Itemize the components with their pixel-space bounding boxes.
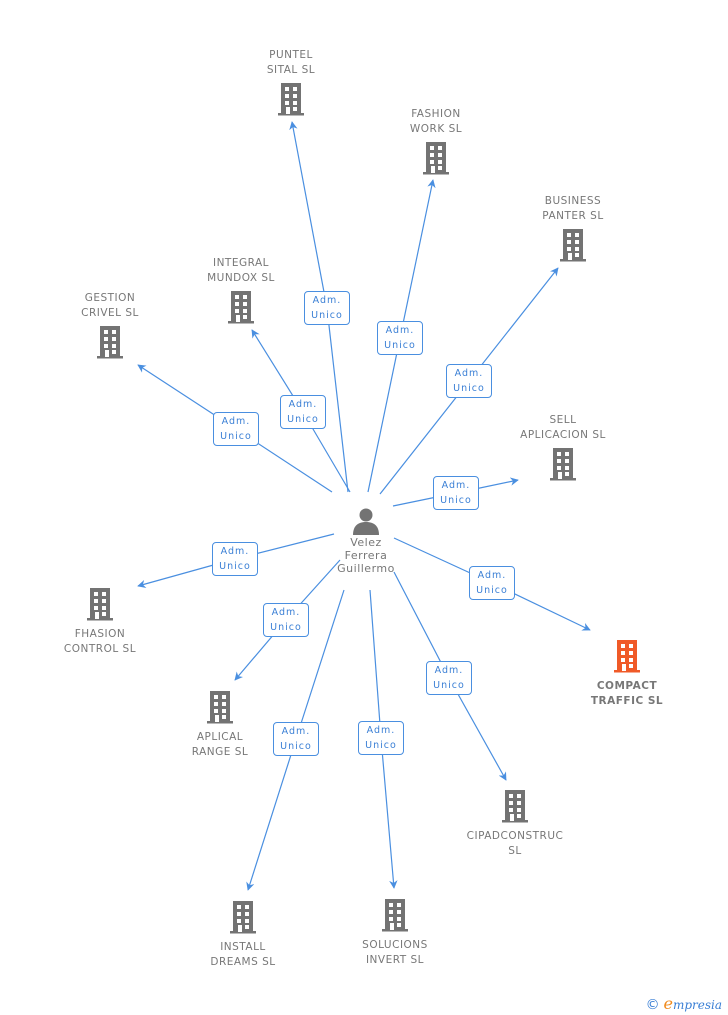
relation-label-gestion-crivel[interactable]: Adm. Unico <box>213 412 259 446</box>
relation-role-line-1: Adm. <box>312 295 342 306</box>
relation-role-line-2: Unico <box>287 414 319 425</box>
building-icon <box>335 898 455 936</box>
building-icon <box>376 141 496 179</box>
building-icon <box>160 690 280 728</box>
relation-role-line-1: Adm. <box>366 725 396 736</box>
relation-role-line-2: Unico <box>433 680 465 691</box>
company-name: COMPACT TRAFFIC SL <box>590 680 664 707</box>
relation-label-fashion-work[interactable]: Adm. Unico <box>377 321 423 355</box>
company-name: INTEGRAL MUNDOX SL <box>207 257 275 284</box>
company-node-gestion-crivel[interactable]: GESTION CRIVEL SL <box>50 291 170 363</box>
building-icon <box>50 325 170 363</box>
relation-role-line-2: Unico <box>453 383 485 394</box>
relation-role-line-2: Unico <box>440 495 472 506</box>
relation-role-line-2: Unico <box>476 585 508 596</box>
brand-logo-initial: e <box>663 994 673 1013</box>
relation-role-line-1: Adm. <box>220 546 250 557</box>
company-node-business-panter[interactable]: BUSINESS PANTER SL <box>513 194 633 266</box>
relation-label-install-dreams[interactable]: Adm. Unico <box>273 722 319 756</box>
company-node-fhasion-control[interactable]: FHASION CONTROL SL <box>40 587 160 657</box>
person-name-line-3: Guillermo <box>337 562 395 575</box>
relation-role-line-1: Adm. <box>385 325 415 336</box>
relation-role-line-2: Unico <box>219 561 251 572</box>
person-icon <box>353 508 379 535</box>
company-name: FASHION WORK SL <box>409 108 463 135</box>
relation-role-line-2: Unico <box>384 340 416 351</box>
relation-role-line-1: Adm. <box>281 726 311 737</box>
relation-label-compact-traffic[interactable]: Adm. Unico <box>469 566 515 600</box>
building-icon <box>455 789 575 827</box>
company-name: INSTALL DREAMS SL <box>210 941 276 968</box>
relation-role-line-2: Unico <box>280 741 312 752</box>
relation-role-line-1: Adm. <box>441 480 471 491</box>
relation-label-integral-mundox[interactable]: Adm. Unico <box>280 395 326 429</box>
building-icon <box>40 587 160 625</box>
company-node-compact-traffic[interactable]: COMPACT TRAFFIC SL <box>567 639 687 709</box>
relation-role-line-1: Adm. <box>288 399 318 410</box>
building-icon <box>567 639 687 677</box>
relation-label-aplical-range[interactable]: Adm. Unico <box>263 603 309 637</box>
company-node-aplical-range[interactable]: APLICAL RANGE SL <box>160 690 280 760</box>
company-node-fashion-work[interactable]: FASHION WORK SL <box>376 107 496 179</box>
footer-brand[interactable]: © empresia <box>646 994 722 1013</box>
building-icon <box>513 228 633 266</box>
company-node-sell-aplicacion[interactable]: SELL APLICACION SL <box>503 413 623 485</box>
company-name: GESTION CRIVEL SL <box>81 292 139 319</box>
relation-role-line-1: Adm. <box>477 570 507 581</box>
relation-role-line-2: Unico <box>220 431 252 442</box>
company-name: PUNTEL SITAL SL <box>266 49 316 76</box>
relation-role-line-2: Unico <box>311 310 343 321</box>
relation-label-solucions-invert[interactable]: Adm. Unico <box>358 721 404 755</box>
company-name: APLICAL RANGE SL <box>191 731 249 758</box>
building-icon <box>503 447 623 485</box>
company-node-install-dreams[interactable]: INSTALL DREAMS SL <box>183 900 303 970</box>
company-name: FHASION CONTROL SL <box>63 628 137 655</box>
brand-name: mpresia <box>672 998 722 1012</box>
relation-role-line-1: Adm. <box>221 416 251 427</box>
building-icon <box>181 290 301 328</box>
relation-role-line-1: Adm. <box>434 665 464 676</box>
person-name-line-1: Velez <box>350 536 382 549</box>
relation-role-line-1: Adm. <box>454 368 484 379</box>
center-person-node[interactable]: Velez Ferrera Guillermo <box>321 506 411 575</box>
company-name: SELL APLICACION SL <box>520 414 606 441</box>
building-icon <box>183 900 303 938</box>
building-icon <box>231 82 351 120</box>
person-name-line-2: Ferrera <box>344 549 388 562</box>
relation-role-line-2: Unico <box>270 622 302 633</box>
company-name: BUSINESS PANTER SL <box>542 195 604 222</box>
copyright-icon: © <box>645 997 660 1013</box>
company-node-integral-mundox[interactable]: INTEGRAL MUNDOX SL <box>181 256 301 328</box>
relation-label-cipadconstruc[interactable]: Adm. Unico <box>426 661 472 695</box>
relation-label-puntel-sital[interactable]: Adm. Unico <box>304 291 350 325</box>
relation-role-line-1: Adm. <box>271 607 301 618</box>
relation-label-business-panter[interactable]: Adm. Unico <box>446 364 492 398</box>
company-node-cipadconstruc[interactable]: CIPADCONSTRUC SL <box>455 789 575 859</box>
company-node-puntel-sital[interactable]: PUNTEL SITAL SL <box>231 48 351 120</box>
company-name: CIPADCONSTRUC SL <box>466 830 564 857</box>
relation-role-line-2: Unico <box>365 740 397 751</box>
company-name: SOLUCIONS INVERT SL <box>362 939 428 966</box>
company-node-solucions-invert[interactable]: SOLUCIONS INVERT SL <box>335 898 455 968</box>
relation-label-fhasion-control[interactable]: Adm. Unico <box>212 542 258 576</box>
relation-label-sell-aplicacion[interactable]: Adm. Unico <box>433 476 479 510</box>
